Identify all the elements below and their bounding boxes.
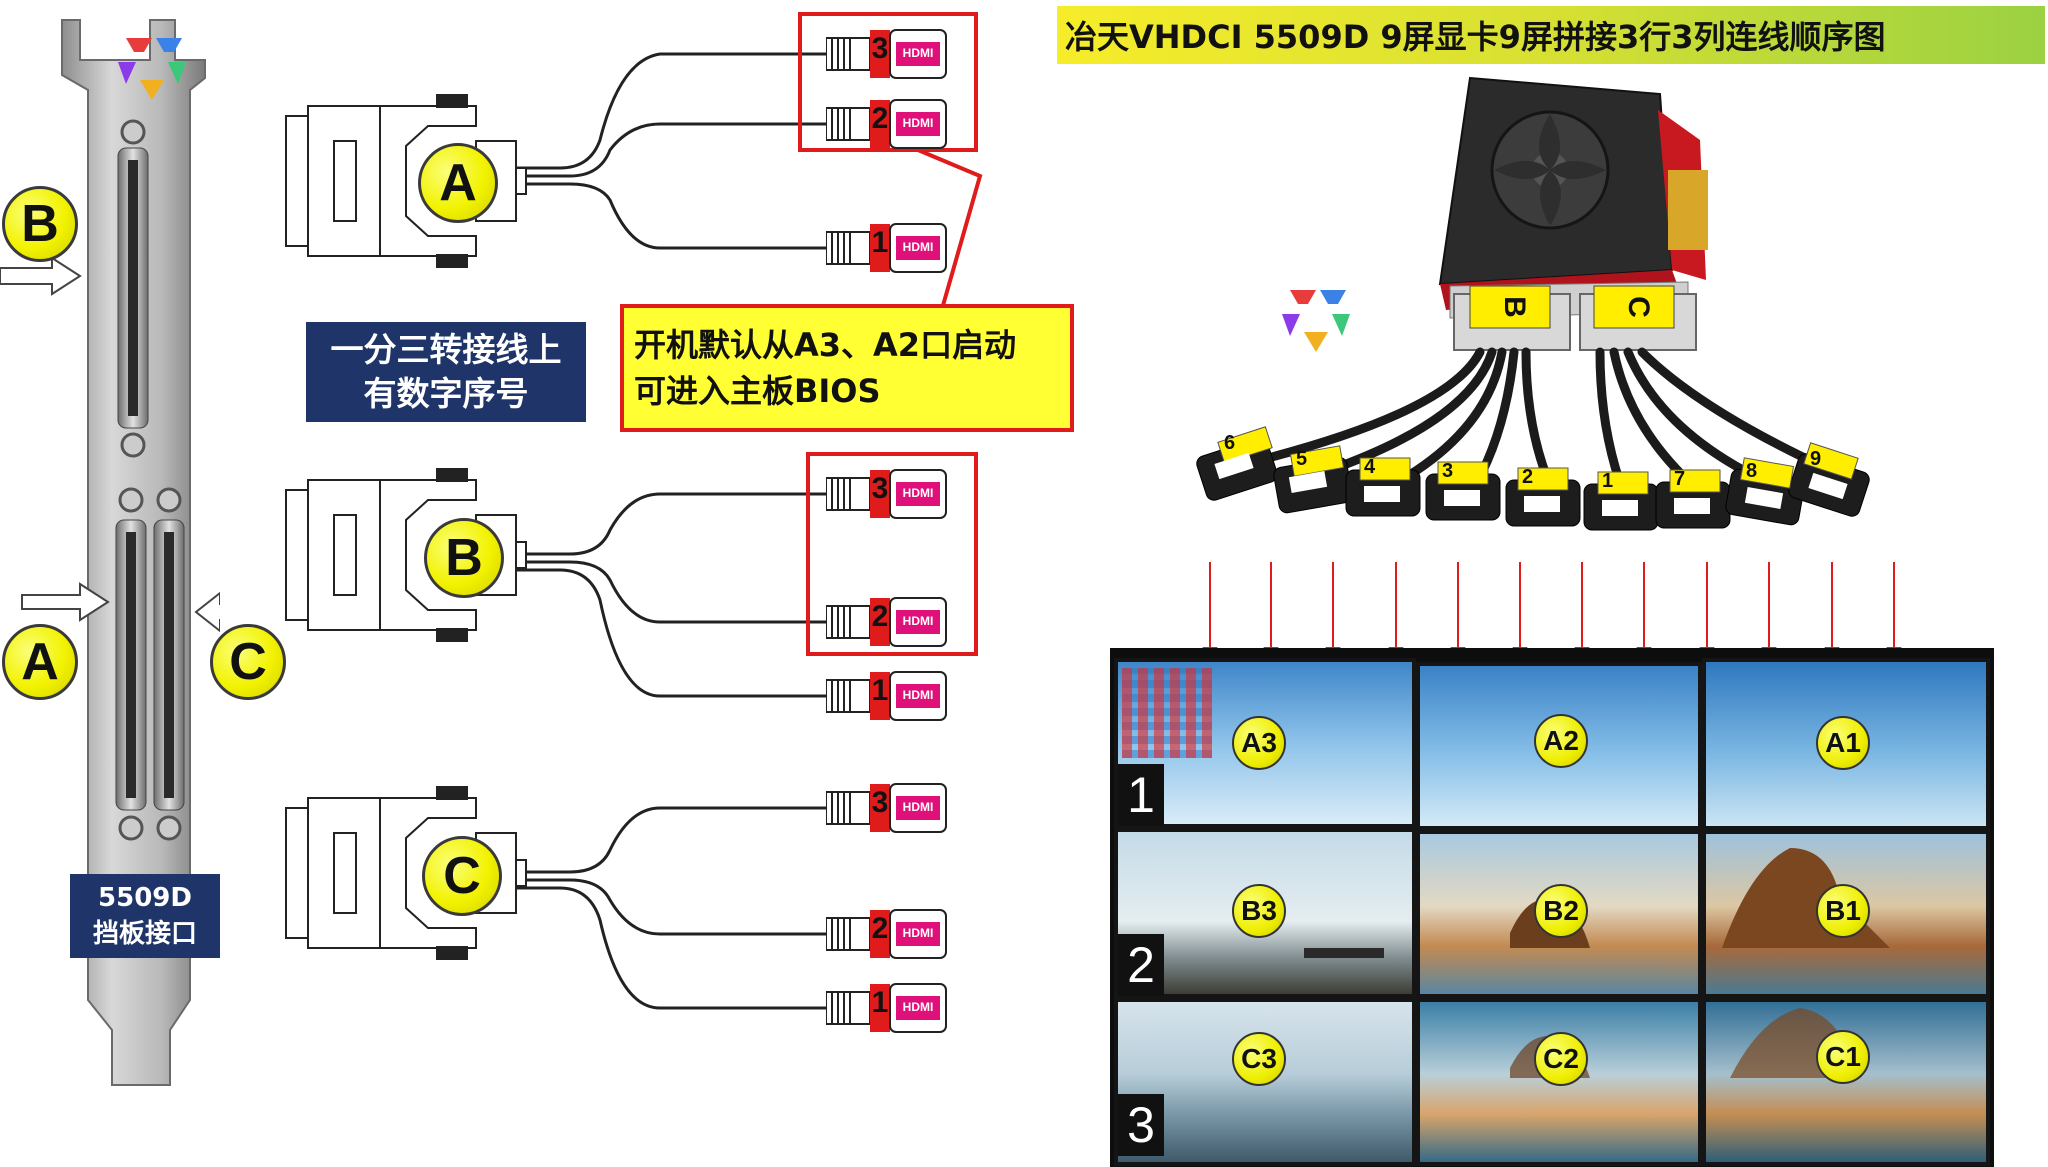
- bracket-port-b-label: B: [2, 186, 78, 262]
- hdmi-plug-logo: HDMI: [902, 688, 934, 702]
- screen-label-a1: A1: [1816, 716, 1870, 770]
- hdmi-plug-number: 1: [871, 674, 889, 707]
- card-plug-number: 7: [1674, 468, 1686, 490]
- hdmi-plug: 3 HDMI: [826, 468, 950, 520]
- card-port-b-label: B: [1498, 296, 1531, 318]
- card-plug-number: 2: [1522, 466, 1534, 488]
- hdmi-plug-logo: HDMI: [902, 614, 934, 628]
- hdmi-plug-logo: HDMI: [902, 240, 934, 254]
- screen-label-a2: A2: [1534, 714, 1588, 768]
- hdmi-plug-logo: HDMI: [902, 486, 934, 500]
- bracket-drawing: [0, 19, 220, 1086]
- hdmi-plug-logo: HDMI: [902, 800, 934, 814]
- bracket-caption-model: 5509D: [98, 882, 192, 913]
- hdmi-plug: 3 HDMI: [826, 28, 950, 80]
- logo-icon: [112, 28, 192, 108]
- card-port-c-label: C: [1622, 296, 1655, 318]
- cable-b-label: B: [424, 518, 504, 598]
- hdmi-plug-number: 2: [871, 912, 889, 945]
- card-plug-number: 5: [1296, 448, 1308, 470]
- hdmi-plug-number: 2: [871, 600, 889, 633]
- cable-note: 一分三转接线上 有数字序号: [306, 322, 586, 422]
- bracket: [0, 0, 220, 1090]
- row-number: 1: [1118, 764, 1164, 826]
- boot-note-line2: 可进入主板BIOS: [634, 372, 881, 410]
- hdmi-plug-number: 1: [871, 986, 889, 1019]
- boot-note-line1: 开机默认从A3、A2口启动: [634, 326, 1017, 364]
- cable-note-line1: 一分三转接线上: [330, 330, 562, 369]
- hdmi-plug-number: 3: [871, 786, 889, 819]
- screen-label-b2: B2: [1534, 884, 1588, 938]
- card-plug-number: 4: [1364, 456, 1376, 478]
- screen-label-a3: A3: [1232, 716, 1286, 770]
- hdmi-plug-logo: HDMI: [902, 116, 934, 130]
- card-plug-number: 9: [1810, 448, 1822, 470]
- screen-label-c1: C1: [1816, 1030, 1870, 1084]
- card-plug-number: 6: [1224, 432, 1236, 454]
- hdmi-plug: 1 HDMI: [826, 222, 950, 274]
- cable-c-label: C: [422, 836, 502, 916]
- bracket-port-c-label: C: [210, 624, 286, 700]
- hdmi-plug: 2 HDMI: [826, 596, 950, 648]
- bracket-caption-text: 挡板接口: [92, 918, 197, 949]
- hdmi-plug-number: 3: [871, 32, 889, 65]
- hdmi-plug: 2 HDMI: [826, 98, 950, 150]
- card-plug-number: 1: [1602, 470, 1614, 492]
- cable-a-label: A: [418, 143, 498, 223]
- cable-note-line2: 有数字序号: [363, 374, 529, 413]
- page-title: 冶天VHDCI 5509D 9屏显卡9屏拼接3行3列连线顺序图: [1057, 6, 2045, 64]
- hdmi-plug: 2 HDMI: [826, 908, 950, 960]
- video-wall: 1 2 3 A3 A2 A1 B3 B2 B1 C3 C2 C1: [1110, 648, 1994, 1167]
- bracket-caption: 5509D 挡板接口: [70, 874, 220, 958]
- desktop-icons: [1122, 668, 1212, 758]
- row-number: 3: [1118, 1094, 1164, 1156]
- row-number: 2: [1118, 934, 1164, 996]
- brand-logo-icon: [1276, 280, 1356, 360]
- hdmi-plug: 1 HDMI: [826, 670, 950, 722]
- hdmi-plug: 3 HDMI: [826, 782, 950, 834]
- card-plug-number: 3: [1442, 460, 1454, 482]
- cable-drawing: [285, 12, 983, 1010]
- bracket-port-a-label: A: [2, 624, 78, 700]
- screen-label-c2: C2: [1534, 1032, 1588, 1086]
- hdmi-plug-number: 2: [871, 102, 889, 135]
- card-plug-number: 8: [1746, 460, 1758, 482]
- hdmi-plug-logo: HDMI: [902, 926, 934, 940]
- hdmi-plug-number: 1: [871, 226, 889, 259]
- graphics-card: B C 6 5 4 3 2 1 7 8 9: [1180, 70, 1880, 570]
- boot-note: 开机默认从A3、A2口启动 可进入主板BIOS: [620, 304, 1074, 432]
- screen-label-b1: B1: [1816, 884, 1870, 938]
- hdmi-plug-number: 3: [871, 472, 889, 505]
- hdmi-plug: 1 HDMI: [826, 982, 950, 1034]
- screen-label-b3: B3: [1232, 884, 1286, 938]
- monitor: [1114, 998, 1416, 1166]
- screen-label-c3: C3: [1232, 1032, 1286, 1086]
- hdmi-plug-logo: HDMI: [902, 46, 934, 60]
- hdmi-plug-logo: HDMI: [902, 1000, 934, 1014]
